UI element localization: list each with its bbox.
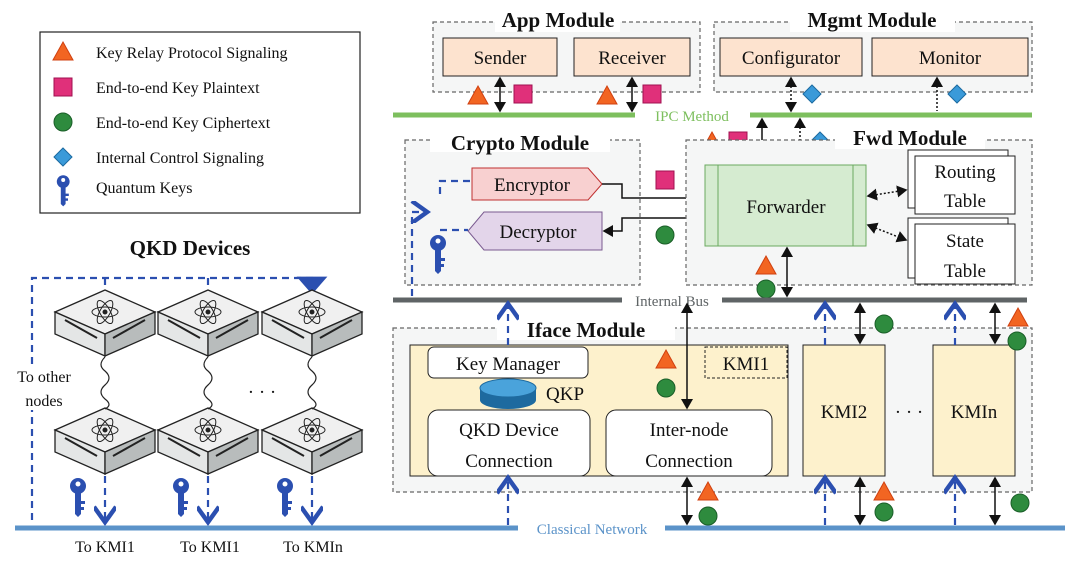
to-other-nodes-label: To other bbox=[17, 369, 71, 386]
decryptor-box bbox=[467, 211, 603, 251]
key-manager-label: Key Manager bbox=[456, 354, 561, 375]
kmin-box bbox=[932, 344, 1016, 477]
inter-node-connection-box bbox=[605, 409, 773, 477]
key-icon bbox=[70, 478, 86, 517]
state-table-label: Table bbox=[944, 261, 986, 282]
kmi2-label: KMI2 bbox=[821, 402, 867, 423]
fwd-module-title: Fwd Module bbox=[853, 126, 967, 150]
state-table-box bbox=[914, 223, 1016, 285]
inter-node-connection-label: Inter-node bbox=[650, 420, 729, 441]
to-kmi-label: To KMI1 bbox=[180, 539, 240, 556]
legend-label: End-to-end Key Plaintext bbox=[96, 80, 260, 97]
qkd-device-connection-label: QKD Device bbox=[459, 420, 559, 441]
to-other-nodes-label: nodes bbox=[25, 393, 62, 410]
atom-icon bbox=[194, 299, 222, 325]
qkd-device-connection-label: Connection bbox=[465, 451, 553, 472]
ellipsis: · · · bbox=[895, 402, 923, 423]
qkd-device-icon bbox=[156, 407, 260, 475]
qkp-router-icon bbox=[479, 378, 537, 409]
receiver-box bbox=[573, 37, 691, 77]
routing-table-label: Table bbox=[944, 191, 986, 212]
legend-label: Quantum Keys bbox=[96, 180, 192, 197]
kmi1-label: KMI1 bbox=[723, 354, 769, 375]
app-module-title: App Module bbox=[502, 8, 615, 32]
sender-label: Sender bbox=[474, 48, 527, 69]
legend-label: Key Relay Protocol Signaling bbox=[96, 45, 288, 62]
sender-box bbox=[442, 37, 558, 77]
key-icon bbox=[277, 478, 293, 517]
qkd-devices-title: QKD Devices bbox=[130, 236, 251, 260]
routing-table-box bbox=[914, 155, 1016, 215]
routing-table-label: Routing bbox=[934, 162, 996, 183]
encryptor-label: Encryptor bbox=[494, 175, 571, 196]
configurator-box bbox=[719, 37, 863, 77]
atom-icon bbox=[298, 417, 326, 443]
mgmt-module-title: Mgmt Module bbox=[808, 8, 937, 32]
key-manager-box bbox=[427, 346, 589, 379]
square-icon bbox=[53, 77, 73, 97]
forwarder-label: Forwarder bbox=[746, 197, 826, 218]
crypto-module-title: Crypto Module bbox=[451, 131, 589, 155]
qkd-device-icon bbox=[53, 289, 157, 357]
ellipsis: · · · bbox=[248, 382, 276, 403]
quantum-link bbox=[100, 356, 110, 410]
monitor-label: Monitor bbox=[919, 48, 982, 69]
inter-node-connection-label: Connection bbox=[645, 451, 733, 472]
kmi2-box bbox=[802, 344, 886, 477]
decryptor-label: Decryptor bbox=[499, 222, 577, 243]
encryptor-box bbox=[471, 167, 603, 201]
internal-bus-label: Internal Bus bbox=[635, 294, 709, 310]
qkd-device-icon bbox=[260, 289, 364, 357]
receiver-label: Receiver bbox=[598, 48, 666, 69]
circle-icon bbox=[53, 112, 73, 132]
quantum-link bbox=[203, 356, 213, 410]
atom-icon bbox=[91, 417, 119, 443]
kmin-label: KMIn bbox=[951, 402, 998, 423]
key-icon bbox=[173, 478, 189, 517]
quantum-link bbox=[307, 356, 317, 410]
atom-icon bbox=[194, 417, 222, 443]
ipc-method-label: IPC Method bbox=[655, 109, 729, 125]
legend-label: End-to-end Key Ciphertext bbox=[96, 115, 271, 132]
to-kmi-label: To KMI1 bbox=[75, 539, 135, 556]
monitor-box bbox=[871, 37, 1029, 77]
qkd-device-icon bbox=[156, 289, 260, 357]
qkd-device-grid bbox=[53, 289, 364, 520]
qkd-device-icon bbox=[53, 407, 157, 475]
to-kmi-label: To KMIn bbox=[283, 539, 343, 556]
qkp-label: QKP bbox=[546, 384, 584, 405]
iface-module-title: Iface Module bbox=[527, 318, 645, 342]
legend-label: Internal Control Signaling bbox=[96, 150, 264, 167]
qkd-device-icon bbox=[260, 407, 364, 475]
state-table-label: State bbox=[946, 231, 984, 252]
legend: Key Relay Protocol Signaling End-to-end … bbox=[39, 31, 361, 214]
configurator-label: Configurator bbox=[742, 48, 841, 69]
atom-icon bbox=[91, 299, 119, 325]
classical-network-label: Classical Network bbox=[537, 522, 648, 538]
atom-icon bbox=[298, 299, 326, 325]
forwarder-box bbox=[704, 164, 867, 247]
